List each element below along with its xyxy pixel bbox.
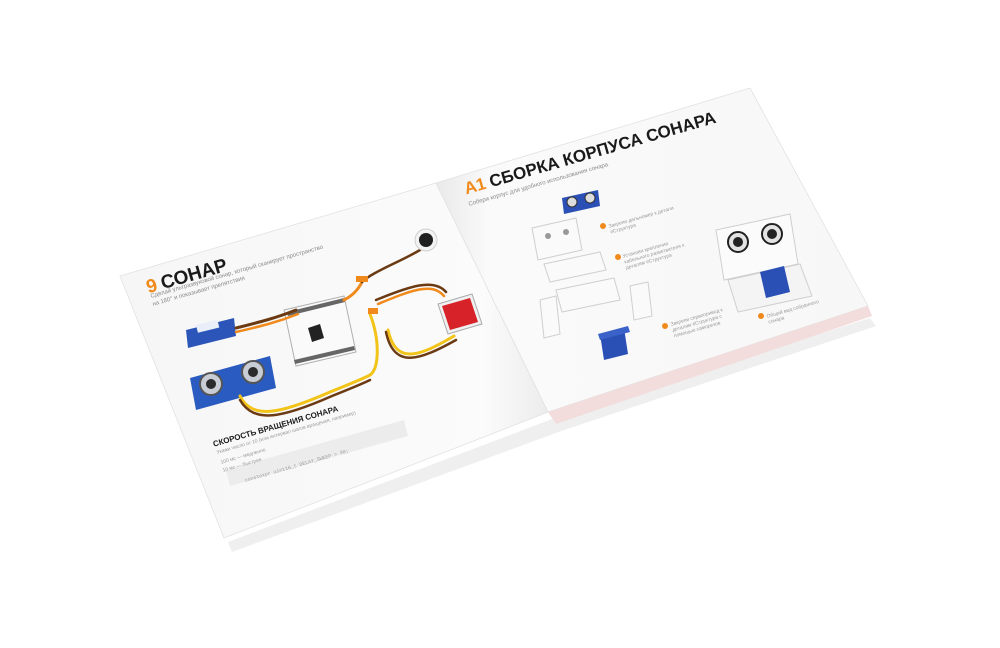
buzzer (414, 228, 438, 252)
step-marker (600, 223, 606, 229)
assembly-top-parts (531, 190, 653, 339)
page-edge (548, 306, 872, 424)
code-bar (226, 420, 408, 486)
assembled-sonar (715, 213, 813, 313)
wires (234, 248, 458, 417)
controller-board (283, 295, 357, 367)
booklet-shadow (228, 318, 876, 552)
step-marker (615, 254, 621, 260)
led-matrix (437, 293, 483, 335)
step-marker (758, 313, 764, 319)
sensor-module (186, 318, 236, 348)
ultrasonic-sensor (190, 356, 276, 410)
connector (368, 308, 378, 314)
connector (356, 276, 368, 282)
servo (598, 326, 630, 360)
step-marker (662, 323, 668, 329)
